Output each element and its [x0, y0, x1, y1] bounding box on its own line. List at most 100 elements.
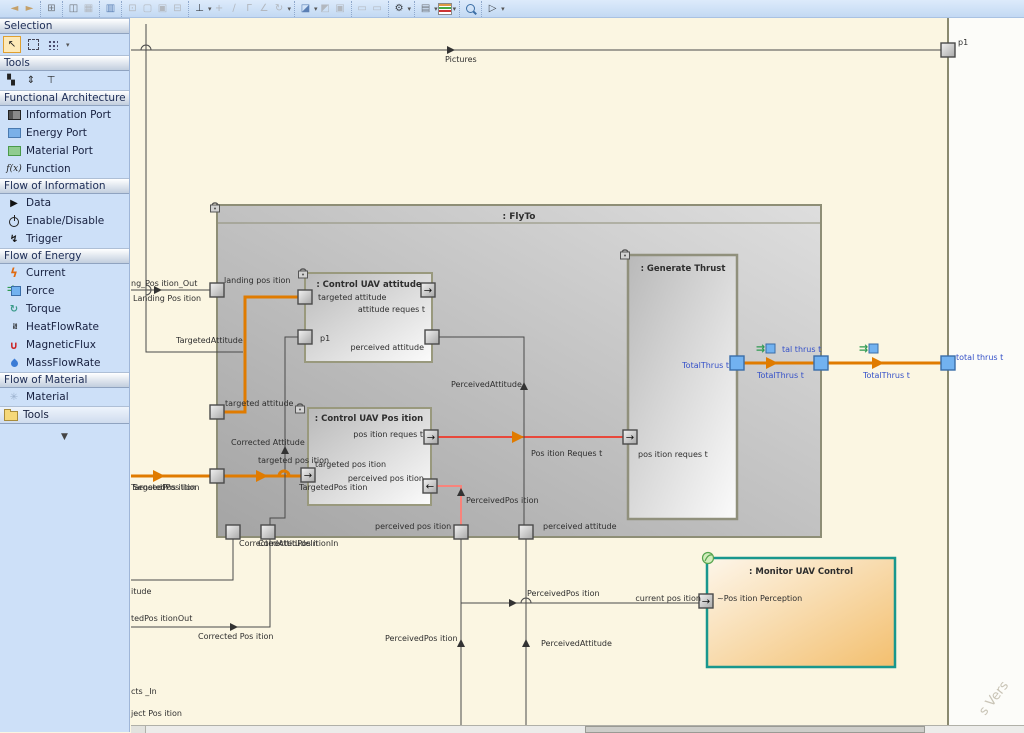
- generate-report-button[interactable]: ▥: [105, 2, 116, 14]
- palette-item-magneticflux[interactable]: ∪ MagneticFlux: [0, 336, 129, 354]
- generate-thrust-block[interactable]: [626, 253, 739, 521]
- palette-section-tools[interactable]: Tools: [0, 55, 129, 71]
- line-jump: [145, 284, 152, 296]
- oblique-button[interactable]: ∠: [259, 2, 269, 14]
- port-p1-outer[interactable]: [940, 42, 956, 58]
- palette-item-force[interactable]: ⇉ Force: [0, 282, 129, 300]
- scroll-left-button[interactable]: [131, 726, 146, 733]
- palette-section-selection[interactable]: Selection: [0, 18, 129, 34]
- port-targeted-attitude-attitude[interactable]: [297, 289, 313, 305]
- port-corrected-attitude-in[interactable]: [225, 524, 241, 540]
- palette-item-function[interactable]: f(x) Function: [0, 160, 129, 178]
- palette-item-enable-disable[interactable]: Enable/Disable: [0, 212, 129, 230]
- port-total-thrust-genthrust[interactable]: [729, 355, 745, 371]
- port-total-thrust-outer[interactable]: [940, 355, 956, 371]
- back-button[interactable]: ◄: [10, 2, 19, 14]
- order-button-dropdown[interactable]: ▾: [314, 4, 318, 13]
- align-button[interactable]: +: [214, 2, 224, 14]
- layout-button-dropdown[interactable]: ▾: [208, 4, 212, 13]
- palette-item-massflowrate[interactable]: MassFlowRate: [0, 354, 129, 372]
- perceived-position-flow-line[interactable]: [437, 485, 462, 525]
- left-vertical-line[interactable]: [145, 24, 243, 353]
- port-position-request-position[interactable]: [423, 429, 439, 445]
- run-button[interactable]: ▷: [488, 2, 497, 14]
- palette-scroll-down-chevron[interactable]: ▼: [61, 432, 68, 442]
- palette-item-trigger[interactable]: ↯ Trigger: [0, 230, 129, 248]
- port-corrected-position-in[interactable]: [260, 524, 276, 540]
- rotate-button[interactable]: ↻: [274, 2, 284, 14]
- palette-section-functional-architecture[interactable]: Functional Architecture: [0, 90, 129, 106]
- legend-button-dropdown[interactable]: ▾: [452, 4, 457, 13]
- save-image-button[interactable]: ▤: [420, 2, 431, 14]
- port-current-position-monitor[interactable]: [698, 593, 714, 609]
- control-uav-position-block[interactable]: [307, 407, 432, 506]
- port-perceived-attitude-attitude[interactable]: [424, 329, 440, 345]
- port-targeted-position-position[interactable]: [300, 467, 316, 483]
- order-button[interactable]: ◪: [300, 2, 311, 14]
- port-attitude-request-attitude[interactable]: [420, 282, 436, 298]
- clipboard-button[interactable]: ▢: [142, 2, 153, 14]
- palette-section-flow-of-material[interactable]: Flow of Material: [0, 372, 129, 388]
- diagrams-button[interactable]: ◫: [68, 2, 79, 14]
- window-button-2[interactable]: ▭: [372, 2, 382, 14]
- paste-button[interactable]: ⊟: [173, 2, 182, 14]
- port-position-request-genthrust[interactable]: [622, 429, 638, 445]
- copy-button[interactable]: ⊡: [128, 2, 137, 14]
- port-p1-attitude[interactable]: [297, 329, 313, 345]
- group-button[interactable]: ◩: [320, 2, 330, 14]
- palette-item-energy-port[interactable]: Energy Port: [0, 124, 129, 142]
- lock-button[interactable]: ▣: [335, 2, 345, 14]
- distribute-vertical-button[interactable]: ⇕: [26, 75, 36, 86]
- port-perceived-position-bottom[interactable]: [453, 524, 469, 540]
- line-style-button[interactable]: ∕: [232, 2, 236, 14]
- distribute-horizontal-button[interactable]: ⊤: [46, 75, 56, 86]
- cursor-tool-button[interactable]: ↖: [3, 36, 21, 53]
- port-targeted-attitude-flyto[interactable]: [209, 404, 225, 420]
- item-flow-icon-square: [868, 343, 879, 354]
- diagram-label: targeted pos ition: [315, 460, 386, 469]
- stamp-tool-button[interactable]: ▚: [7, 75, 15, 86]
- related-elements-button[interactable]: ▦: [83, 2, 94, 14]
- port-targeted-position-flyto[interactable]: [209, 468, 225, 484]
- corrected-attitude-line[interactable]: [269, 336, 298, 525]
- settings-button[interactable]: ⚙: [394, 2, 404, 14]
- palette-item-current[interactable]: ϟ Current: [0, 264, 129, 282]
- monitor-uav-control-block[interactable]: [705, 556, 897, 669]
- rotate-button-dropdown[interactable]: ▾: [287, 4, 292, 13]
- rectilinear-button[interactable]: Γ: [246, 2, 252, 14]
- run-button-dropdown[interactable]: ▾: [501, 4, 505, 13]
- control-uav-attitude-block[interactable]: [304, 272, 433, 363]
- containment-tree-button[interactable]: ⊞: [47, 2, 56, 14]
- palette-section-tools-folder[interactable]: Tools: [0, 406, 129, 424]
- port-landing-position[interactable]: [209, 282, 225, 298]
- palette-item-material[interactable]: ✳ Material: [0, 388, 129, 406]
- port-total-thrust-flyto[interactable]: [813, 355, 829, 371]
- palette-item-data[interactable]: ▶ Data: [0, 194, 129, 212]
- zoom-button[interactable]: [463, 2, 478, 16]
- layout-button[interactable]: ⊥: [195, 2, 204, 14]
- perceived-attitude-line[interactable]: [439, 336, 525, 525]
- forward-button[interactable]: ►: [25, 2, 34, 14]
- palette-item-torque[interactable]: ↻ Torque: [0, 300, 129, 318]
- corrected-position-in-line[interactable]: [131, 539, 271, 628]
- delete-button[interactable]: ▣: [157, 2, 168, 14]
- save-image-button-dropdown[interactable]: ▾: [434, 4, 438, 13]
- corrected-attitude-out-line[interactable]: [131, 539, 234, 581]
- selection-dropdown-arrow[interactable]: ▾: [66, 40, 70, 49]
- multi-select-button[interactable]: [45, 37, 61, 52]
- power-icon: [9, 215, 19, 227]
- diagram-label: TargetedAttitude: [175, 336, 243, 345]
- settings-button-dropdown[interactable]: ▾: [407, 4, 412, 13]
- port-perceived-attitude-bottom[interactable]: [518, 524, 534, 540]
- targeted-attitude-flow-line[interactable]: [224, 295, 298, 414]
- palette-section-flow-of-information[interactable]: Flow of Information: [0, 178, 129, 194]
- palette-item-information-port[interactable]: Information Port: [0, 106, 129, 124]
- palette-item-material-port[interactable]: Material Port: [0, 142, 129, 160]
- palette-section-flow-of-energy[interactable]: Flow of Energy: [0, 248, 129, 264]
- marquee-select-button[interactable]: [25, 37, 41, 52]
- port-perceived-position-position[interactable]: [422, 478, 438, 494]
- window-button-1[interactable]: ▭: [357, 2, 367, 14]
- diagram-label: : Monitor UAV Control: [749, 567, 853, 577]
- legend-button[interactable]: [437, 2, 452, 15]
- palette-item-heatflowrate[interactable]: ≀≀≀ HeatFlowRate: [0, 318, 129, 336]
